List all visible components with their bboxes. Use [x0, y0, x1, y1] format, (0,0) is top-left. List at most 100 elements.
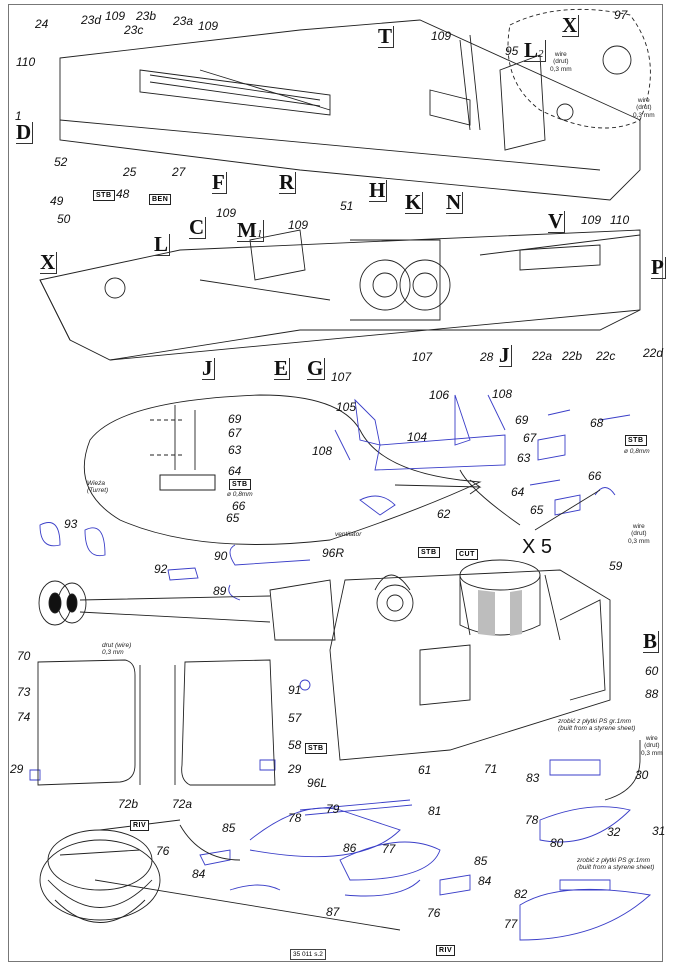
part-93: 93	[64, 517, 78, 531]
part-79: 79	[326, 802, 340, 816]
callout-d: D	[16, 120, 34, 144]
part-57: 57	[288, 711, 302, 725]
part-62: 62	[437, 507, 451, 521]
part-90: 90	[214, 549, 228, 563]
part-73: 73	[17, 685, 31, 699]
stb-tag-ventilator: STB	[418, 547, 440, 558]
part-77: 77	[504, 917, 518, 931]
part-109: 109	[198, 19, 219, 33]
part-23d: 23d	[81, 13, 102, 27]
part-65: 65	[530, 503, 544, 517]
stb-tag-inset: STB	[229, 479, 251, 490]
bracket-106	[454, 394, 471, 446]
part-109: 109	[581, 213, 602, 227]
part-85: 85	[474, 854, 488, 868]
part-109: 109	[431, 29, 452, 43]
part-97: 97	[614, 8, 628, 22]
part-108: 108	[492, 387, 513, 401]
callout-l2-letter: L	[524, 38, 539, 62]
bracket-63	[537, 434, 566, 461]
part-32: 32	[607, 825, 621, 839]
part-110: 110	[16, 55, 36, 69]
stb-tag: STB	[93, 190, 115, 201]
wire-note-hatch: drut (wire)0,3 mm	[102, 642, 132, 657]
callout-r: R	[279, 170, 297, 194]
callout-v: V	[548, 209, 566, 233]
callout-n: N	[446, 190, 464, 214]
part-61: 61	[418, 763, 432, 777]
part-77: 77	[382, 842, 396, 856]
part-66: 66	[588, 469, 602, 483]
part-78: 78	[288, 811, 302, 825]
styrene-note: zrobić z płytki PS gr.1mm(built from a s…	[558, 718, 636, 733]
part-80: 80	[550, 836, 564, 850]
callout-l2-sub: 2	[538, 48, 544, 60]
ventilator-label: ventilator	[335, 531, 362, 538]
turret-note: Wieża(Turret)	[87, 480, 109, 495]
hatch-left	[37, 659, 136, 786]
callout-c: C	[189, 215, 207, 239]
callout-k: K	[405, 190, 424, 214]
callout-l2: L2	[524, 40, 546, 62]
styrene-note-2: zrobić z płytki PS gr.1mm(built from a s…	[577, 857, 655, 872]
part-64: 64	[228, 464, 242, 478]
callout-t: T	[378, 24, 395, 48]
callout-h: H	[369, 178, 388, 202]
callout-x-inset: X	[562, 13, 580, 37]
part-59: 59	[609, 559, 623, 573]
part-109: 109	[288, 218, 309, 232]
inset-x-outline	[507, 8, 651, 129]
part-29: 29	[10, 762, 24, 776]
part-95: 95	[505, 44, 519, 58]
wire-note-fender: wire(drut)0,3 mm	[628, 523, 650, 545]
part-96l: 96L	[307, 776, 328, 790]
part-49: 49	[50, 194, 64, 208]
part-70: 70	[17, 649, 31, 663]
callout-p: P	[651, 255, 666, 279]
part-67: 67	[523, 431, 537, 445]
part-72b: 72b	[118, 797, 139, 811]
part-65: 65	[226, 511, 240, 525]
part-64: 64	[511, 485, 525, 499]
part-23b: 23b	[136, 9, 157, 23]
part-89: 89	[213, 584, 227, 598]
part-31: 31	[652, 824, 666, 838]
part-105: 105	[336, 400, 357, 414]
part-22b: 22b	[562, 349, 583, 363]
part-76: 76	[427, 906, 441, 920]
bracket-105	[354, 398, 381, 446]
middle-hull-panel	[39, 229, 641, 361]
part-83: 83	[526, 771, 540, 785]
stb-tag-fender: STB	[625, 435, 647, 446]
page-border	[8, 4, 663, 962]
commander-cupola	[39, 839, 161, 921]
part-63: 63	[228, 443, 242, 457]
part-67: 67	[228, 426, 242, 440]
part-1: 1	[15, 109, 22, 123]
turret-body	[329, 569, 611, 761]
part-60: 60	[645, 664, 659, 678]
part-109: 109	[216, 206, 237, 220]
part-82: 82	[514, 887, 528, 901]
part-104: 104	[407, 430, 428, 444]
part-68: 68	[590, 416, 604, 430]
part-22c: 22c	[596, 349, 616, 363]
callout-j-right: J	[499, 343, 512, 367]
part-58: 58	[288, 738, 302, 752]
stb-diameter-note-fender: ø 0,8mm	[624, 448, 650, 455]
part-84: 84	[192, 867, 206, 881]
part-85: 85	[222, 821, 236, 835]
callout-f: F	[212, 170, 227, 194]
wire-note-inset: wire(drut)0,3 mm	[550, 51, 572, 73]
callout-j-left: J	[202, 356, 215, 380]
part-51: 51	[340, 199, 354, 213]
part-91: 91	[288, 683, 302, 697]
wire-note-bottom: wire(drut)0,3 mm	[641, 735, 663, 757]
callout-b: B	[643, 629, 660, 653]
callout-x-hull: X	[40, 250, 58, 274]
stb-tag-turret: STB	[305, 743, 327, 754]
top-hull-panel	[59, 19, 641, 201]
part-87: 87	[326, 905, 340, 919]
